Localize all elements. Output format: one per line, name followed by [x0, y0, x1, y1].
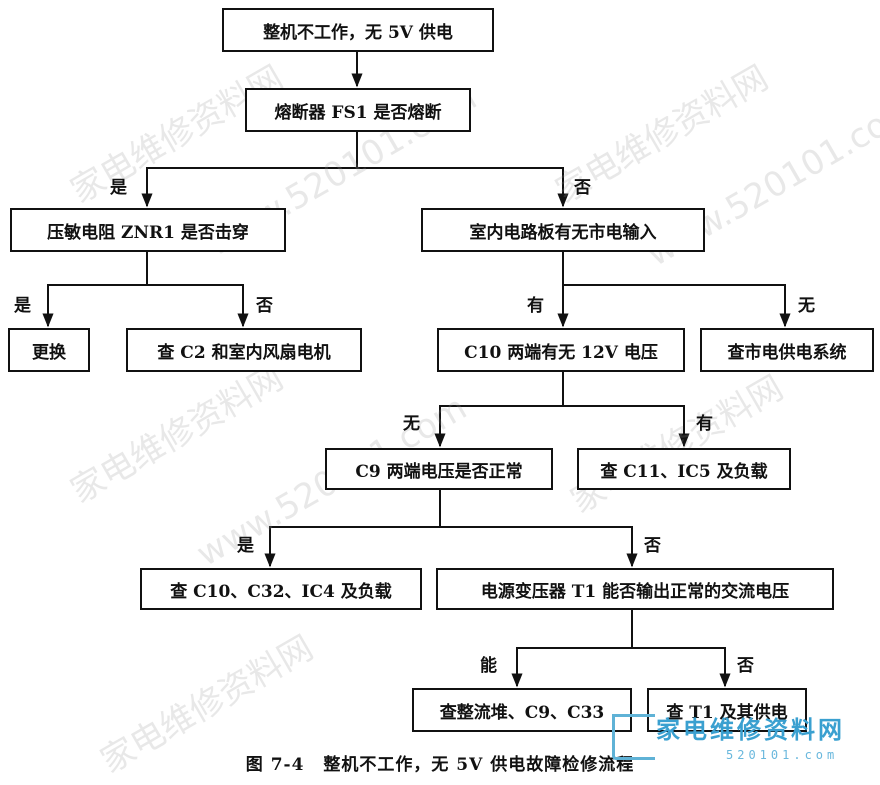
node-no-5v-supply: 整机不工作，无 5V 供电 — [222, 8, 494, 52]
edge-label-no: 否 — [574, 178, 591, 198]
edge-n4-branches — [562, 284, 786, 322]
edge-label-no: 无 — [798, 296, 815, 316]
figure-caption: 图 7-4 整机不工作，无 5V 供电故障检修流程 — [0, 750, 880, 775]
edge-label-no: 否 — [737, 656, 754, 676]
logo-bracket-icon — [612, 714, 655, 760]
edge-n3-branches — [47, 284, 244, 316]
node-c9-voltage-check: C9 两端电压是否正常 — [325, 448, 553, 490]
node-fuse-fs1-check: 熔断器 FS1 是否熔断 — [245, 88, 471, 132]
node-check-t1-supply: 查 T1 及其供电 — [647, 688, 807, 732]
node-check-c2-fan: 查 C2 和室内风扇电机 — [126, 328, 362, 372]
edge-label-yes: 有 — [696, 414, 713, 434]
node-check-c10-c32-ic4: 查 C10、C32、IC4 及负载 — [140, 568, 422, 610]
edge-label-yes: 是 — [14, 296, 31, 316]
edge-label-yes: 是 — [237, 536, 254, 556]
node-transformer-t1-check: 电源变压器 T1 能否输出正常的交流电压 — [436, 568, 834, 610]
node-varistor-znr1-check: 压敏电阻 ZNR1 是否击穿 — [10, 208, 286, 252]
node-mains-input-check: 室内电路板有无市电输入 — [421, 208, 705, 252]
edge-n2-branches — [146, 167, 564, 198]
node-replace: 更换 — [8, 328, 90, 372]
edge-n9-branches — [269, 526, 633, 560]
node-check-mains-supply: 查市电供电系统 — [700, 328, 874, 372]
edge-label-yes: 能 — [480, 656, 497, 676]
figure-number: 图 7-4 — [245, 755, 305, 775]
node-check-c11-ic5: 查 C11、IC5 及负载 — [577, 448, 791, 490]
node-check-rectifier: 查整流堆、C9、C33 — [412, 688, 632, 732]
node-c10-12v-check: C10 两端有无 12V 电压 — [437, 328, 685, 372]
site-logo: 家电维修资料网 520101.com — [606, 708, 874, 774]
figure-title: 整机不工作，无 5V 供电故障检修流程 — [323, 755, 635, 775]
logo-url: 520101.com — [726, 748, 839, 762]
edge-label-yes: 是 — [110, 178, 127, 198]
logo-title: 家电维修资料网 — [656, 716, 845, 744]
edge-label-no: 无 — [403, 414, 420, 434]
edge-n12-branches — [516, 647, 726, 680]
edge-label-no: 否 — [644, 536, 661, 556]
edge-label-no: 否 — [256, 296, 273, 316]
edge-label-yes: 有 — [527, 296, 544, 316]
edge-n7-branches — [439, 405, 685, 438]
